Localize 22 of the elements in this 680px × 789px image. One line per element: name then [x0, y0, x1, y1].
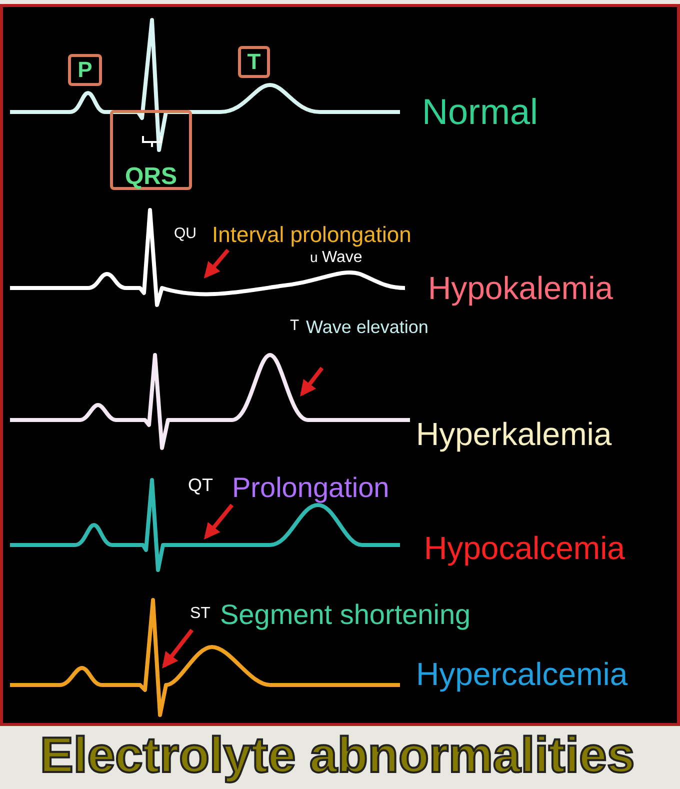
annotation: Segment shortening: [220, 601, 471, 629]
condition-name: Hypocalcemia: [424, 532, 625, 564]
condition-name: Hyperkalemia: [416, 418, 612, 450]
wave-name: P: [78, 59, 92, 83]
title: Electrolyte abnormalities: [40, 728, 635, 783]
condition-name: Hypercalcemia: [416, 658, 628, 690]
wave-label-box: [238, 46, 270, 78]
wave-name: QU: [174, 226, 196, 241]
wave-label-box: [110, 110, 192, 190]
wave-label-box: [68, 54, 102, 86]
annotation: Interval prolongation: [212, 224, 412, 246]
annotation: Prolongation: [232, 474, 390, 502]
annotation: Wave: [322, 250, 362, 266]
wave-name: T: [247, 51, 261, 75]
wave-name: QRS: [124, 165, 177, 187]
wave-name: u: [310, 250, 318, 264]
condition-name: Hypokalemia: [428, 272, 613, 304]
wave-name: ST: [190, 606, 210, 622]
condition-name: Normal: [422, 94, 538, 130]
annotation: Wave elevation: [306, 318, 428, 336]
wave-name: T: [290, 318, 300, 333]
wave-name: QT: [188, 476, 213, 494]
